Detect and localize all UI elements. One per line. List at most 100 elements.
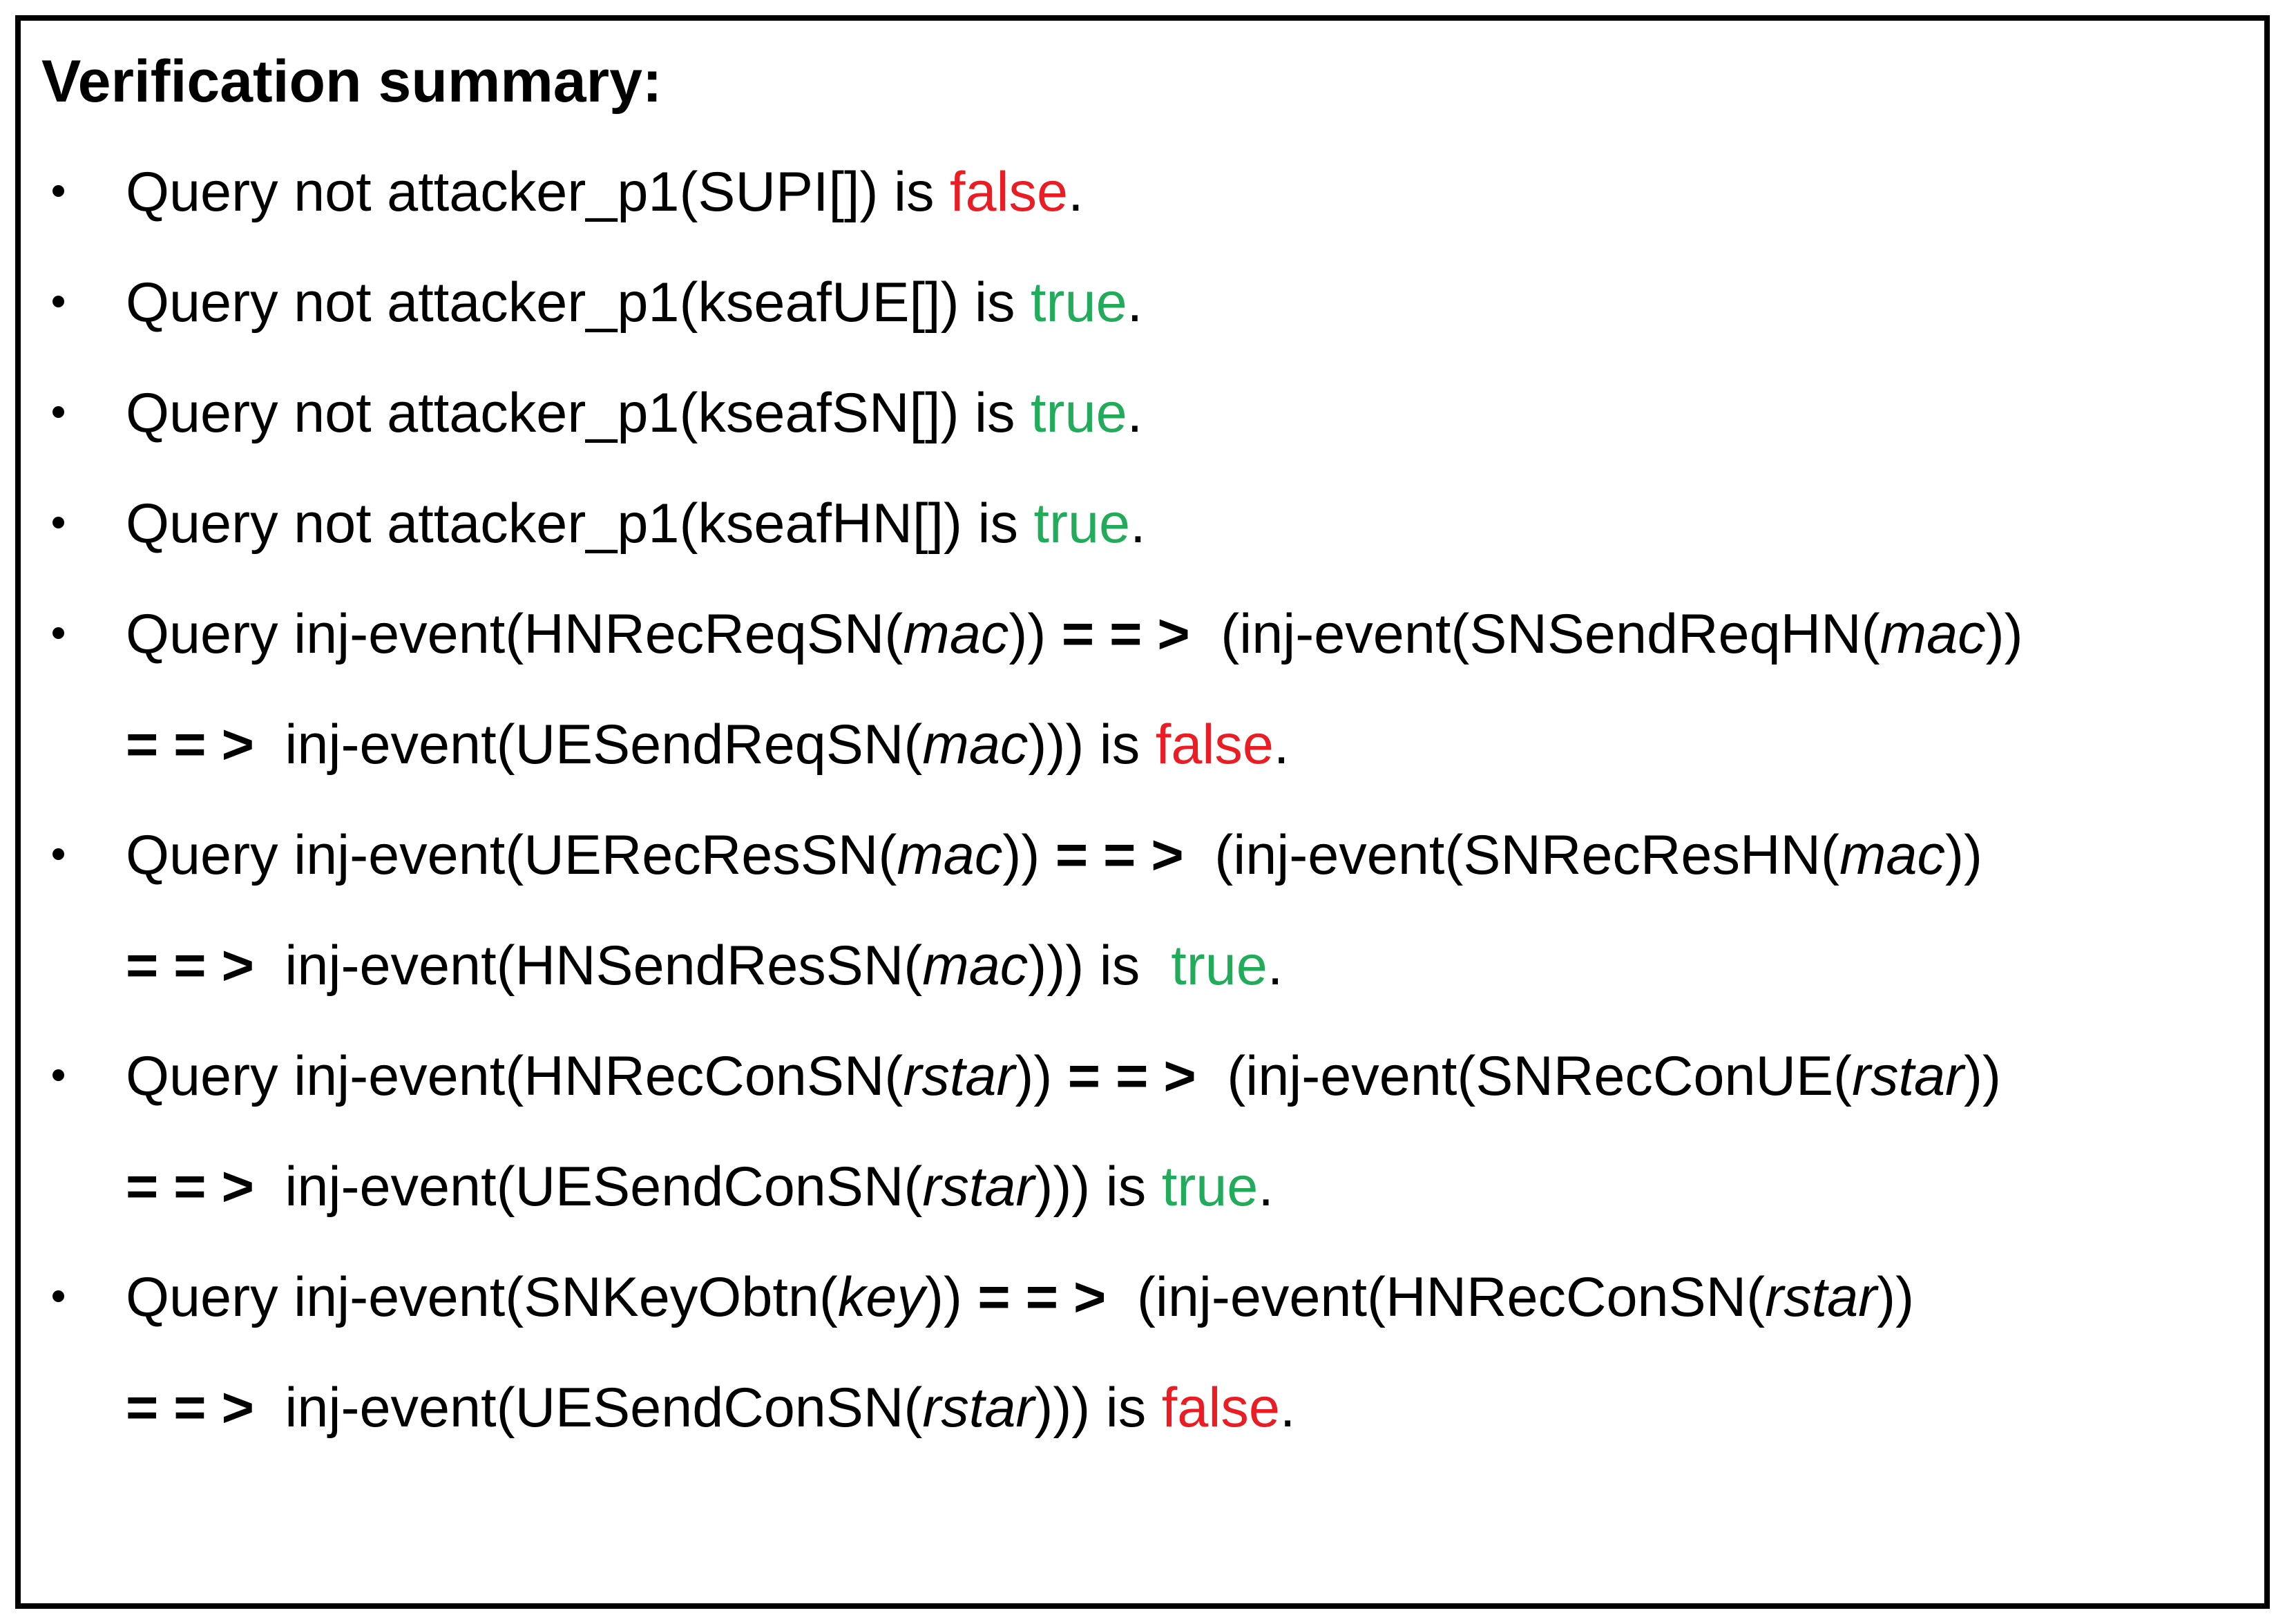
query-text-segment: (inj-event(SNRecResHN(	[1198, 824, 1839, 886]
query-text-segment: inj-event(UESendReqSN(	[269, 714, 923, 776]
query-text-segment: .	[1068, 161, 1084, 223]
result-value: true	[1031, 382, 1127, 444]
result-value: true	[1033, 493, 1131, 555]
bullet-dot-icon	[41, 137, 126, 247]
variable-name: mac	[903, 603, 1009, 665]
query-text-segment: ))) is	[1034, 1377, 1162, 1439]
implies-arrow: ==>	[1061, 603, 1205, 665]
query-text: Query inj-event(SNKeyObtn(key)) ==> (inj…	[126, 1242, 2237, 1463]
query-text: Query inj-event(HNRecReqSN(mac)) ==> (in…	[126, 579, 2237, 800]
query-line: Query not attacker_p1(kseafUE[]) is true…	[126, 247, 2237, 358]
implies-arrow: ==>	[126, 1377, 269, 1439]
query-text-segment: Query not attacker_p1(SUPI[]) is	[126, 161, 950, 223]
bullet-dot-icon	[41, 579, 126, 800]
query-line: ==> inj-event(UESendConSN(rstar))) is fa…	[126, 1353, 2237, 1463]
query-line: Query not attacker_p1(kseafHN[]) is true…	[126, 468, 2237, 579]
query-text-segment: ))	[1985, 603, 2023, 665]
bullet-dot-icon	[41, 358, 126, 468]
bullet-dot-icon	[41, 1021, 126, 1242]
query-text-segment: inj-event(UESendConSN(	[269, 1377, 923, 1439]
query-line: Query inj-event(UERecResSN(mac)) ==> (in…	[126, 800, 2237, 910]
bullet-dot-icon	[41, 1242, 126, 1463]
query-text-segment: inj-event(UESendConSN(	[269, 1156, 923, 1218]
query-list-item: Query not attacker_p1(SUPI[]) is false.	[41, 137, 2237, 247]
query-text-segment: ))	[1015, 1045, 1068, 1107]
query-text-segment: ))) is	[1034, 1156, 1162, 1218]
query-list-item: Query inj-event(SNKeyObtn(key)) ==> (inj…	[41, 1242, 2237, 1463]
query-text-segment: inj-event(HNSendResSN(	[269, 935, 923, 997]
query-text-segment: .	[1267, 935, 1283, 997]
query-result-list: Query not attacker_p1(SUPI[]) is false. …	[41, 137, 2237, 1463]
query-text: Query not attacker_p1(kseafUE[]) is true…	[126, 247, 2237, 358]
query-text-segment: Query not attacker_p1(kseafHN[]) is	[126, 493, 1034, 555]
variable-name: mac	[922, 935, 1029, 997]
result-value: true	[1171, 935, 1268, 997]
query-text: Query not attacker_p1(kseafSN[]) is true…	[126, 358, 2237, 468]
query-line: Query inj-event(SNKeyObtn(key)) ==> (inj…	[126, 1242, 2237, 1353]
variable-name: rstar	[922, 1156, 1035, 1218]
query-text-segment: ))	[1877, 1266, 1915, 1328]
query-text-segment: ))	[1964, 1045, 2001, 1107]
query-text-segment: Query inj-event(SNKeyObtn(	[126, 1266, 838, 1328]
query-list-item: Query inj-event(HNRecConSN(rstar)) ==> (…	[41, 1021, 2237, 1242]
query-text-segment: Query inj-event(HNRecConSN(	[126, 1045, 904, 1107]
query-text-segment: Query not attacker_p1(kseafSN[]) is	[126, 382, 1031, 444]
query-text: Query inj-event(UERecResSN(mac)) ==> (in…	[126, 800, 2237, 1021]
query-text-segment: .	[1258, 1156, 1274, 1218]
bullet-dot-icon	[41, 468, 126, 579]
variable-name: mac	[1839, 824, 1945, 886]
query-line: Query not attacker_p1(SUPI[]) is false.	[126, 137, 2237, 247]
implies-arrow: ==>	[1055, 824, 1199, 886]
query-line: Query inj-event(HNRecConSN(rstar)) ==> (…	[126, 1021, 2237, 1131]
result-value: false	[1161, 1377, 1280, 1439]
implies-arrow: ==>	[126, 935, 269, 997]
query-list-item: Query not attacker_p1(kseafUE[]) is true…	[41, 247, 2237, 358]
panel-title: Verification summary:	[41, 48, 662, 115]
result-value: true	[1031, 271, 1127, 334]
implies-arrow: ==>	[126, 714, 269, 776]
variable-name: rstar	[1852, 1045, 1964, 1107]
variable-name: rstar	[922, 1377, 1035, 1439]
query-text-segment: ))) is	[1028, 935, 1172, 997]
query-text-segment: .	[1127, 271, 1143, 334]
variable-name: mac	[897, 824, 1003, 886]
query-text-segment: ))	[924, 1266, 978, 1328]
implies-arrow: ==>	[977, 1266, 1122, 1328]
result-value: false	[1155, 714, 1274, 776]
query-list-item: Query not attacker_p1(kseafHN[]) is true…	[41, 468, 2237, 579]
implies-arrow: ==>	[1067, 1045, 1212, 1107]
query-line: ==> inj-event(UESendReqSN(mac))) is fals…	[126, 689, 2237, 800]
query-line: Query inj-event(HNRecReqSN(mac)) ==> (in…	[126, 579, 2237, 689]
result-value: false	[949, 161, 1069, 223]
implies-arrow: ==>	[126, 1156, 269, 1218]
variable-name: key	[837, 1266, 925, 1328]
query-list-item: Query inj-event(UERecResSN(mac)) ==> (in…	[41, 800, 2237, 1021]
query-text-segment: ))	[1002, 824, 1055, 886]
query-text-segment: (inj-event(SNRecConUE(	[1211, 1045, 1852, 1107]
query-list-item: Query not attacker_p1(kseafSN[]) is true…	[41, 358, 2237, 468]
query-text-segment: .	[1127, 382, 1143, 444]
query-text-segment: ))) is	[1028, 714, 1156, 776]
query-list-item: Query inj-event(HNRecReqSN(mac)) ==> (in…	[41, 579, 2237, 800]
bullet-dot-icon	[41, 800, 126, 1021]
result-value: true	[1161, 1156, 1259, 1218]
query-text-segment: Query not attacker_p1(kseafUE[]) is	[126, 271, 1031, 334]
query-text-segment: Query inj-event(HNRecReqSN(	[126, 603, 904, 665]
variable-name: mac	[1880, 603, 1986, 665]
query-line: Query not attacker_p1(kseafSN[]) is true…	[126, 358, 2237, 468]
variable-name: rstar	[903, 1045, 1015, 1107]
verification-summary-panel: Verification summary: Query not attacker…	[15, 15, 2270, 1609]
query-text-segment: .	[1279, 1377, 1296, 1439]
query-text: Query inj-event(HNRecConSN(rstar)) ==> (…	[126, 1021, 2237, 1242]
query-text-segment: ))	[1008, 603, 1062, 665]
query-text-segment: ))	[1944, 824, 1982, 886]
query-line: ==> inj-event(HNSendResSN(mac))) is true…	[126, 910, 2237, 1021]
query-text: Query not attacker_p1(SUPI[]) is false.	[126, 137, 2237, 247]
variable-name: rstar	[1765, 1266, 1877, 1328]
bullet-dot-icon	[41, 247, 126, 358]
query-text: Query not attacker_p1(kseafHN[]) is true…	[126, 468, 2237, 579]
query-text-segment: (inj-event(HNRecConSN(	[1121, 1266, 1766, 1328]
query-text-segment: Query inj-event(UERecResSN(	[126, 824, 897, 886]
query-text-segment: .	[1273, 714, 1290, 776]
variable-name: mac	[922, 714, 1029, 776]
